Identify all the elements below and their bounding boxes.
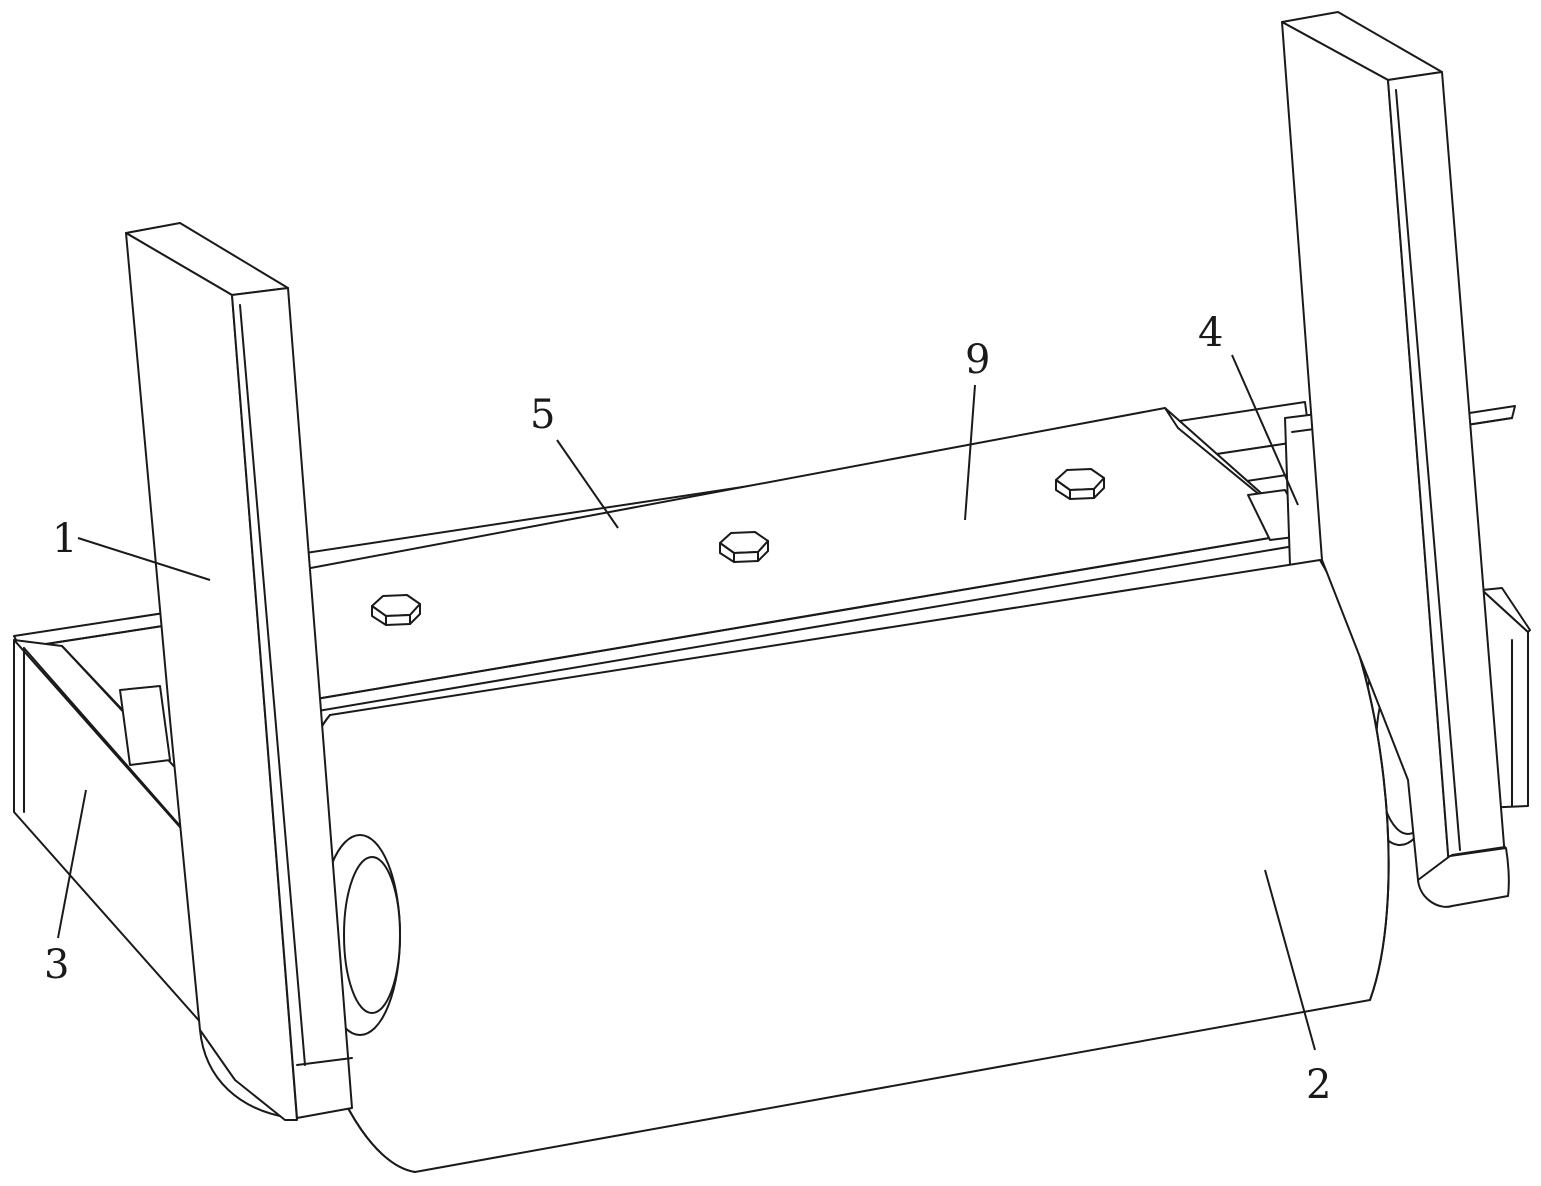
bolt-middle [719,531,769,563]
leader-3 [57,789,87,939]
label-1: 1 [52,516,77,562]
leader-4 [1231,354,1299,506]
leader-9 [964,384,976,521]
bolt-left [371,594,421,626]
label-3: 3 [44,942,69,988]
reference-numerals: 1 5 9 4 3 2 [44,310,1331,1108]
left-arm [125,222,353,1121]
label-9: 9 [965,337,990,383]
leader-5 [556,439,619,529]
leader-2 [1264,869,1316,1051]
label-4: 4 [1198,310,1223,356]
right-arm [1281,11,1510,908]
leader-1 [77,537,211,581]
leader-lines [57,354,1316,1051]
label-2: 2 [1306,1062,1331,1108]
bolt-right [1055,468,1105,500]
label-5: 5 [530,392,555,438]
